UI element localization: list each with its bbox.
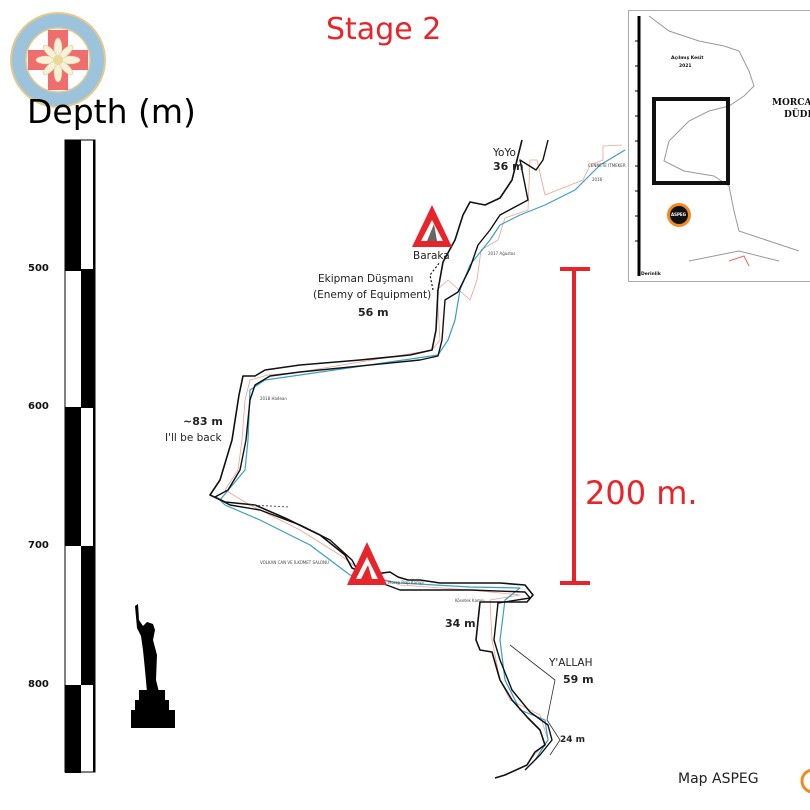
label-back: I'll be back: [165, 432, 222, 444]
label-baraka: Baraka: [413, 250, 450, 262]
label-kosetek: Kösetek Kampı: [455, 598, 485, 603]
map-credit: Map ASPEG: [678, 771, 759, 787]
label-yoyo: YoYo: [493, 147, 516, 159]
water-line: [219, 149, 626, 761]
depth-ruler: [64, 139, 96, 773]
label-yallah: Y'ALLAH: [549, 657, 593, 669]
camp-icon-baraka: [412, 205, 452, 247]
stage-title: Stage 2: [326, 12, 442, 47]
depth-tick-700: 700: [28, 540, 49, 551]
depth-axis-label: Depth (m): [27, 92, 196, 131]
dotted-connector: [249, 504, 291, 508]
depth-tick-500: 500: [28, 263, 49, 274]
scale-bar: [560, 267, 590, 585]
statue-of-liberty-icon: [131, 604, 175, 728]
inset-title-1: MORCA: [772, 98, 810, 108]
label-back-depth: ~83 m: [183, 415, 223, 428]
label-2018: 2018 Hadean: [260, 396, 287, 401]
overview-inset-map: Açılmış Kesit 2021 MORCA DÜDE Derinlik A…: [628, 10, 810, 282]
inset-axis-label: Derinlik: [641, 272, 661, 277]
pitch-bracket: [509, 644, 561, 756]
passage-wall-outer: [209, 139, 546, 779]
depth-tick-600: 600: [28, 401, 49, 412]
label-24m: 24 m: [560, 735, 586, 745]
label-ekipman-depth: 56 m: [358, 306, 389, 319]
hgss-logo: [10, 12, 106, 108]
dotted-connector: [429, 261, 441, 291]
label-volkan: VOLKAN CAN VE İLKÜMET SALONU: [260, 560, 329, 565]
scale-bar-label: 200 m.: [585, 474, 698, 512]
label-morca-kamp: Morca Piap Kampı: [388, 580, 424, 585]
label-2017: 2017 Ağustos: [488, 251, 516, 256]
inset-aspeg-logo: ASPEG: [671, 212, 686, 217]
label-34m: 34 m: [445, 617, 476, 630]
aspeg-logo-partial: [800, 768, 810, 794]
label-yoyo-depth: 36 m: [493, 160, 524, 173]
label-cennet: CENNETE ITMEKER: [588, 163, 626, 168]
inset-title-2: DÜDE: [784, 110, 810, 120]
label-ekipman-en: (Enemy of Equipment): [313, 289, 432, 301]
passage-wall-inner: [214, 139, 553, 771]
inset-subtitle: Açılmış Kesit: [671, 56, 704, 61]
depth-tick-800: 800: [28, 679, 49, 690]
survey-line: [224, 144, 623, 761]
inset-year: 2021: [679, 64, 692, 69]
label-2016: 2016: [592, 177, 603, 182]
label-yallah-depth: 59 m: [563, 673, 594, 686]
camp-icon-lower: [347, 542, 387, 585]
label-ekipman: Ekipman Düşmanı: [318, 273, 414, 285]
